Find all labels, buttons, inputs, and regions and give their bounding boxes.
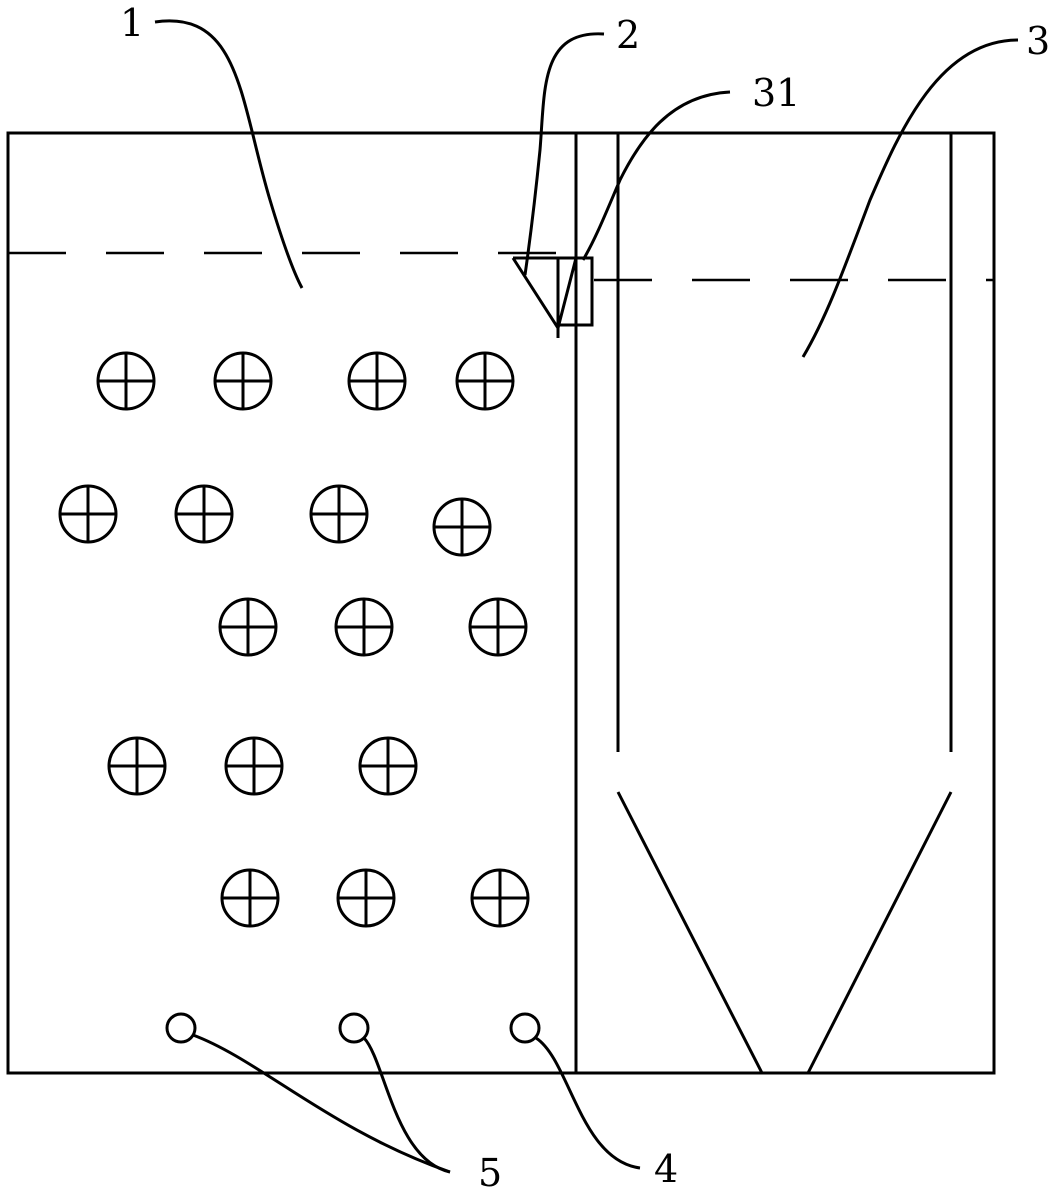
media-group: [58, 351, 530, 928]
circle-cross-icon: [347, 351, 407, 411]
nozzle-icon: [165, 1012, 197, 1044]
hopper-right: [806, 791, 953, 1074]
circle-cross-icon: [213, 351, 273, 411]
circle-cross-icon: [174, 484, 234, 544]
circle-cross-icon: [220, 868, 280, 928]
label-tank: 1: [120, 1, 144, 45]
circle-cross-icon: [432, 497, 492, 557]
circle-cross-icon: [334, 597, 394, 657]
circle-cross-icon: [455, 351, 515, 411]
circle-cross-icon: [309, 484, 369, 544]
outer-frame: [6, 131, 996, 1075]
label-settler: 3: [1026, 19, 1050, 63]
circle-cross-icon: [96, 351, 156, 411]
circle-cross-icon: [58, 484, 118, 544]
weir-triangle: [511, 256, 578, 332]
circle-cross-icon: [336, 868, 396, 928]
leader-3: [801, 38, 1019, 358]
leader-1: [154, 19, 304, 289]
circle-cross-icon: [224, 736, 284, 796]
label-outlet: 4: [654, 1147, 678, 1191]
circle-cross-icon: [468, 597, 528, 657]
circle-cross-icon: [107, 736, 167, 796]
circle-cross-icon: [218, 597, 278, 657]
leader-4: [535, 1036, 641, 1170]
leader-31: [581, 90, 731, 261]
nozzle-icon: [509, 1012, 541, 1044]
leader-5a: [192, 1033, 451, 1174]
label-baffle: 31: [752, 71, 800, 115]
label-weir: 2: [616, 13, 640, 57]
hopper-left: [616, 791, 764, 1074]
label-aerators: 5: [478, 1151, 502, 1195]
leader-5b: [362, 1036, 451, 1174]
circle-cross-icon: [470, 868, 530, 928]
leader-2: [523, 32, 605, 276]
circle-cross-icon: [358, 736, 418, 796]
baffle-box: [556, 256, 594, 327]
nozzle-icon: [338, 1012, 370, 1044]
